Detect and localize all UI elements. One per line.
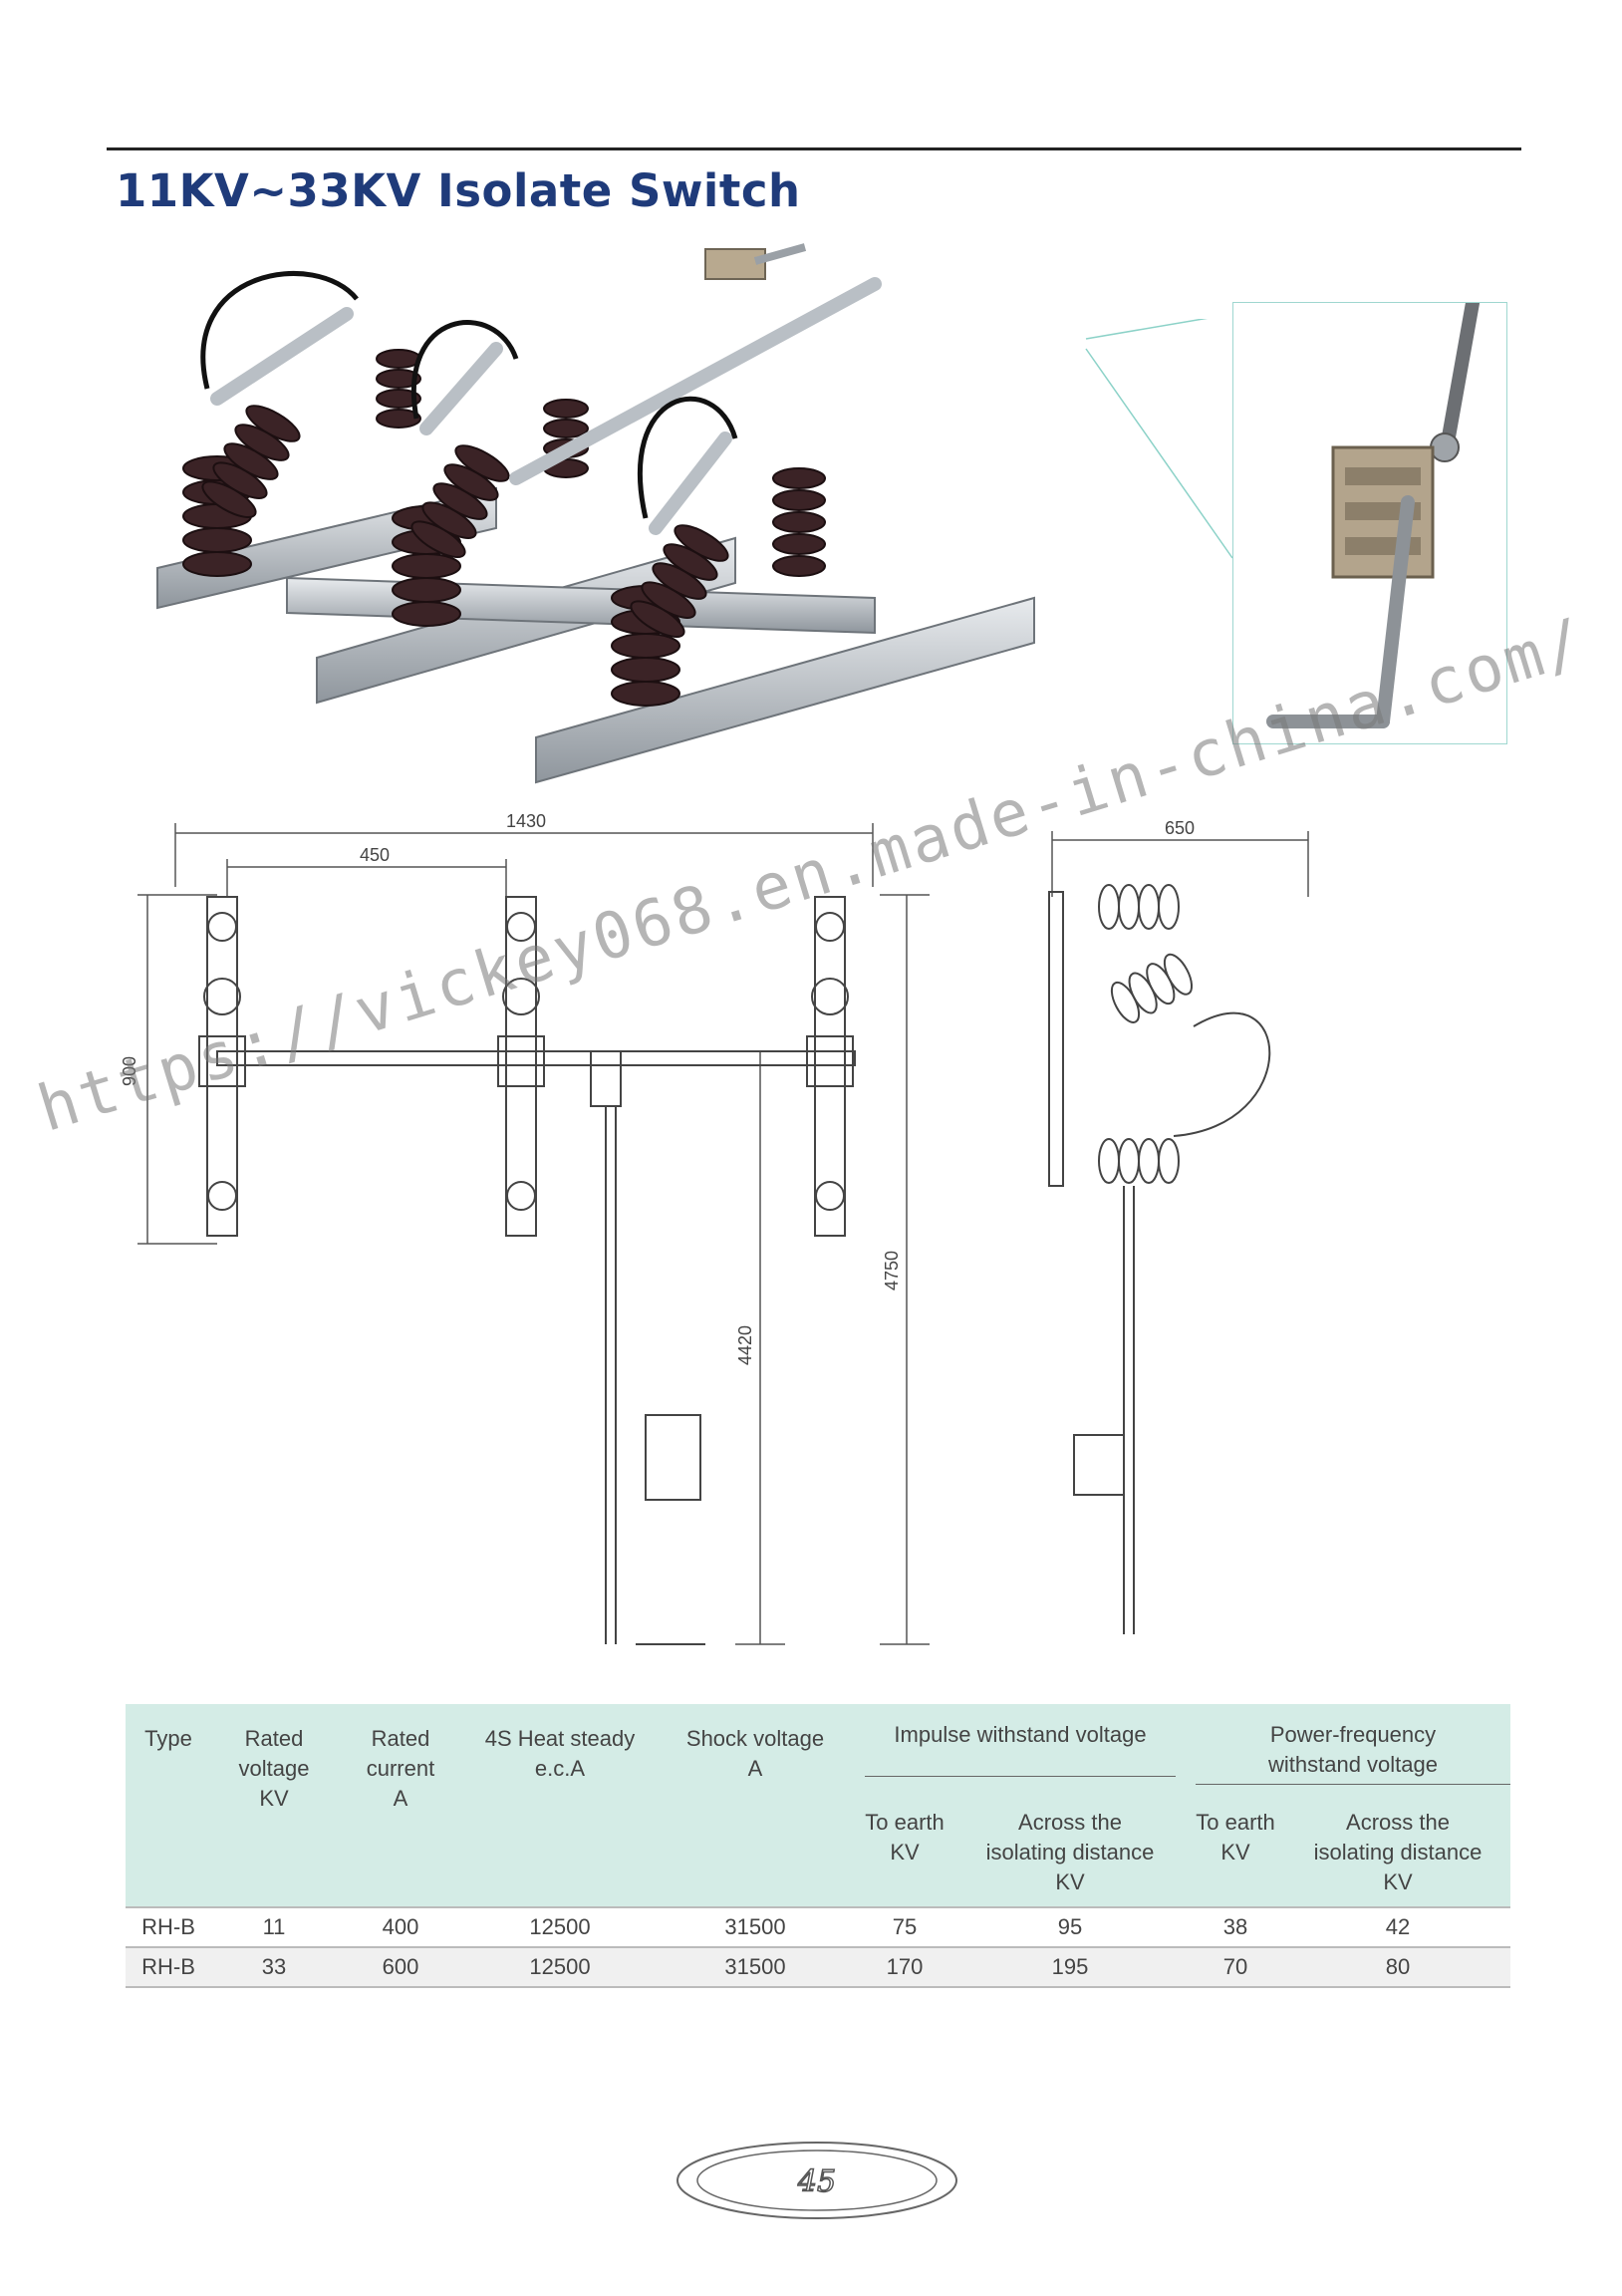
dim-650: 650: [1165, 818, 1195, 838]
cell-impulse-across: 95: [954, 1906, 1186, 1948]
mechanism-inset: [1232, 296, 1507, 744]
product-photo: [156, 243, 1035, 784]
cell-heat-steady: 12500: [464, 1906, 656, 1948]
inset-guide-lines: [1085, 319, 1233, 559]
cell-pf-earth: 70: [1186, 1947, 1285, 1988]
dim-900: 900: [120, 1056, 139, 1086]
cell-shock-voltage: 31500: [656, 1947, 855, 1988]
header-rule: [107, 147, 1521, 150]
cell-impulse-earth: 75: [855, 1906, 954, 1948]
page-title: 11KV~33KV Isolate Switch: [116, 164, 801, 217]
cell-pf-earth: 38: [1186, 1906, 1285, 1948]
page-number-badge: 45: [676, 2142, 957, 2219]
cell-pf-across: 42: [1285, 1906, 1510, 1948]
cell-heat-steady: 12500: [464, 1947, 656, 1988]
cell-impulse-earth: 170: [855, 1947, 954, 1988]
cell-rated-current: 600: [337, 1947, 464, 1988]
col-type: Type: [126, 1704, 211, 1907]
page-number: 45: [797, 2164, 836, 2199]
table-row: RH-B 33 600 12500 31500 170 195 70 80: [126, 1947, 1510, 1988]
dim-1430: 1430: [506, 811, 546, 831]
cell-rated-voltage: 11: [211, 1906, 337, 1948]
dim-4420: 4420: [735, 1325, 755, 1365]
cell-type: RH-B: [126, 1906, 211, 1948]
dimension-drawing: 1430 450 650 900 4420 4750: [120, 811, 1309, 1645]
dim-450: 450: [360, 845, 390, 865]
cell-type: RH-B: [126, 1947, 211, 1988]
table-row: RH-B 11 400 12500 31500 75 95 38 42: [126, 1906, 1510, 1948]
col-impulse: Impulse withstand voltage: [855, 1704, 1186, 1796]
cell-impulse-across: 195: [954, 1947, 1186, 1988]
dim-4750: 4750: [882, 1251, 902, 1291]
mechanism-detail-drawing: [1266, 296, 1480, 728]
cell-pf-across: 80: [1285, 1947, 1510, 1988]
cell-rated-current: 400: [337, 1906, 464, 1948]
cell-rated-voltage: 33: [211, 1947, 337, 1988]
cell-shock-voltage: 31500: [656, 1906, 855, 1948]
